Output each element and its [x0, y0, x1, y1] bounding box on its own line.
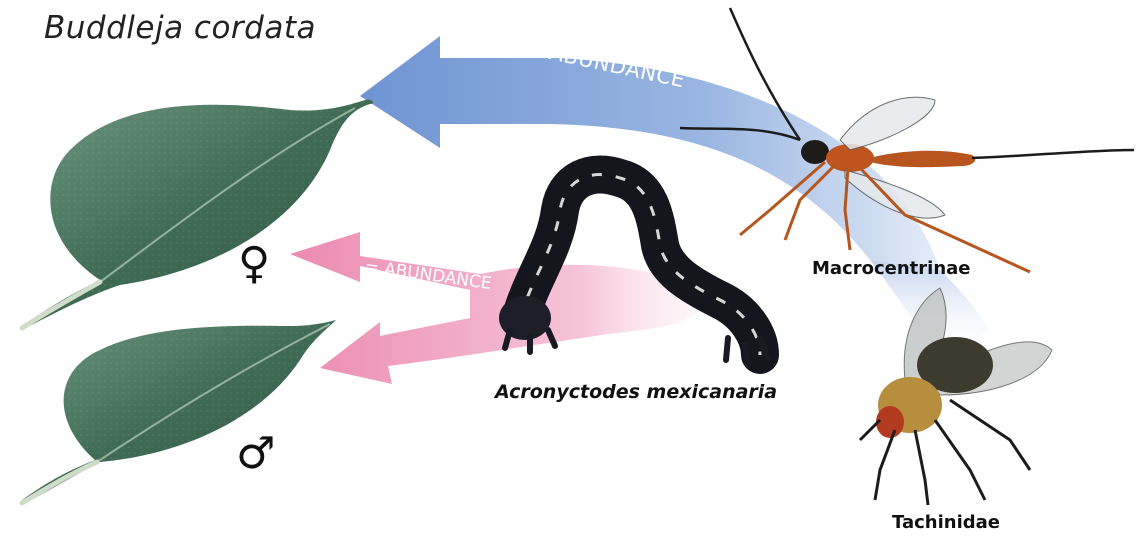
- caterpillar-arrow-label: = ABUNDANCE: [363, 256, 492, 294]
- fly-species-label: Tachinidae: [892, 512, 1000, 533]
- female-symbol: ♀: [238, 242, 270, 286]
- plant-species-title: Buddleja cordata: [44, 10, 316, 46]
- female-leaf: [22, 100, 373, 330]
- caterpillar-abundance-arrow: [290, 232, 703, 384]
- male-leaf: [22, 320, 336, 505]
- caterpillar-species-label: Acronyctodes mexicanaria: [495, 381, 777, 403]
- wasp-species-label: Macrocentrinae: [812, 258, 970, 279]
- male-symbol: ♂: [236, 432, 275, 476]
